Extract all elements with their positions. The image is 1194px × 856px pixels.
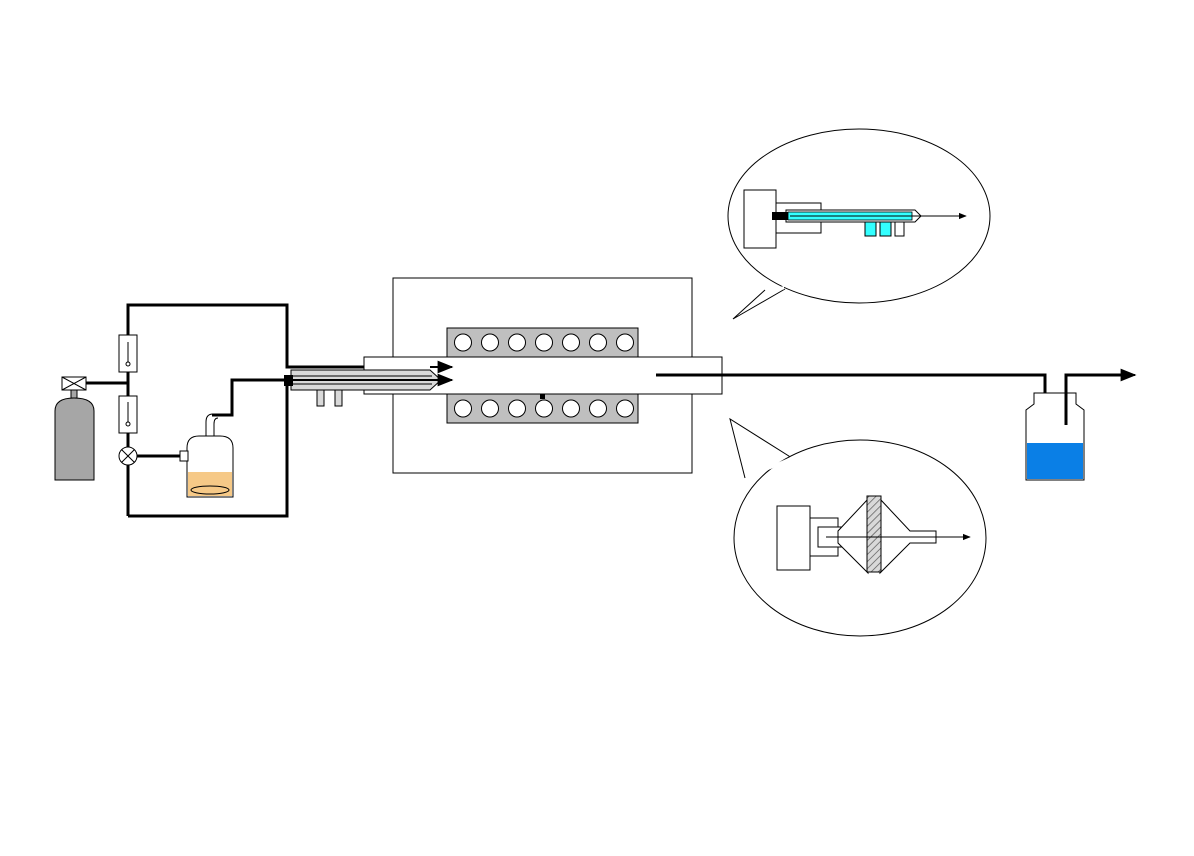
filter-holder-icon (776, 495, 971, 575)
gas-cylinder (54, 388, 95, 481)
precursor-vessel (179, 413, 234, 498)
flowmeter-lower (118, 395, 138, 434)
filter-membrane (866, 495, 882, 573)
gas-cylinder-icon (54, 397, 95, 481)
heater-coil-row-upper (454, 333, 634, 352)
exhaust-line (1064, 373, 1133, 425)
thermocouple (540, 394, 545, 399)
nozzle-detail-callout (727, 128, 991, 320)
heater-coil-row-lower (454, 399, 634, 418)
cooled-nozzle-icon (743, 189, 967, 249)
needle-valve (118, 446, 138, 466)
collection-liquid (1027, 443, 1083, 479)
heater-block-upper (446, 327, 639, 358)
precursor-liquid (188, 472, 232, 496)
collection-bottle (1025, 392, 1085, 481)
heater-block-lower (446, 393, 639, 424)
filter-detail-callout (729, 417, 987, 637)
flowmeter-upper (118, 334, 138, 373)
cylinder-valve (61, 376, 87, 391)
gas-piping (86, 303, 452, 518)
